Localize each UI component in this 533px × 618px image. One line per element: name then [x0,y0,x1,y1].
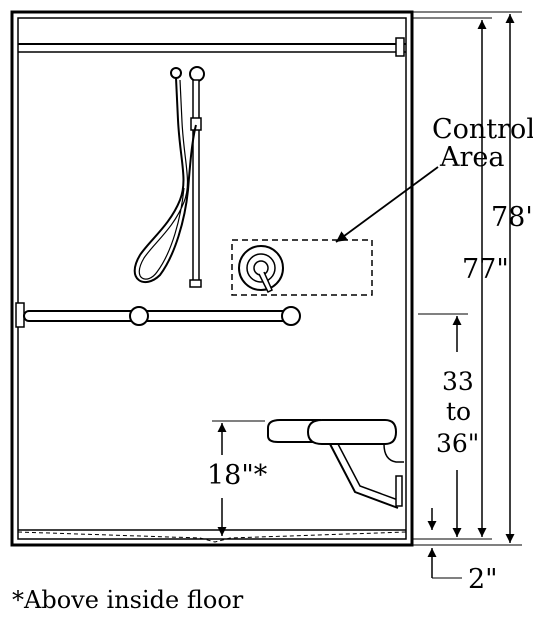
dimension-78 [412,11,522,546]
dim-33-label: 33 [442,367,474,396]
shower-enclosure [10,10,414,547]
dimension-33-36 [418,313,468,537]
dim-2-label: 2" [468,564,498,595]
footnote: *Above inside floor [12,586,244,614]
dim-77-label: 77" [462,254,509,285]
dimension-77 [412,17,492,540]
hand-shower [133,66,205,288]
dimension-2 [427,508,462,579]
grab-bar [15,302,301,328]
dimension-18 [212,420,265,536]
dim-36-label: 36" [436,429,479,458]
control-area-pointer [335,166,439,243]
control-area [231,239,373,296]
control-label-line2: Area [439,142,504,173]
dim-18-label: 18"* [207,460,268,491]
dim-to-label: to [446,397,471,426]
dim-78-label: 78" [491,202,533,233]
control-label-line1: Control [432,114,533,145]
folding-seat [267,419,404,509]
